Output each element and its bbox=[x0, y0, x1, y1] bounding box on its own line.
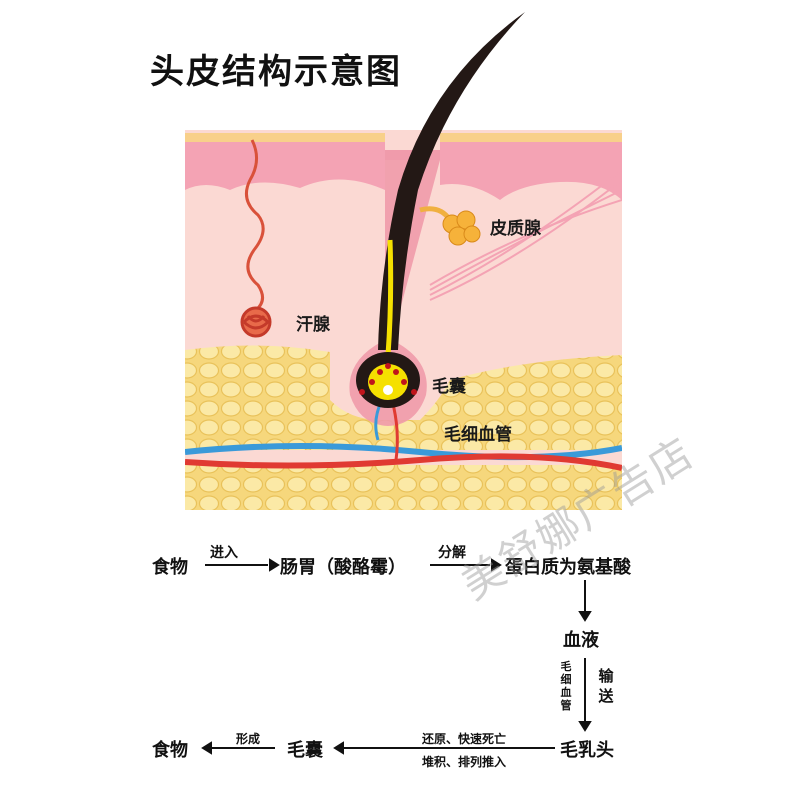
label-sweat-gland: 汗腺 bbox=[296, 315, 330, 335]
epidermis-layer bbox=[185, 140, 622, 200]
flow-follicle: 毛囊 bbox=[287, 740, 323, 761]
fat-layer bbox=[185, 345, 622, 450]
fat-layer-lower bbox=[185, 465, 622, 510]
flow-arrows bbox=[201, 558, 592, 755]
flow-stomach: 肠胃（酸酪霉） bbox=[280, 557, 406, 578]
label-capillary: 毛细血管 bbox=[444, 425, 512, 445]
hair-shaft bbox=[378, 12, 525, 350]
flow-decompose: 分解 bbox=[438, 545, 466, 561]
flow-food-end: 食物 bbox=[152, 740, 188, 761]
flow-push: 堆积、排列推入 bbox=[422, 755, 507, 769]
flow-protein: 蛋白质为氨基酸 bbox=[505, 557, 631, 578]
sweat-duct bbox=[244, 139, 265, 312]
sebaceous-gland bbox=[442, 210, 481, 246]
flow-blood: 血液 bbox=[563, 630, 599, 651]
flow-papilla: 毛乳头 bbox=[560, 740, 614, 761]
flow-capillary-vertical: 毛细 血管 bbox=[560, 660, 572, 712]
artery bbox=[185, 453, 622, 471]
page-title: 头皮结构示意图 bbox=[150, 52, 402, 92]
vein bbox=[185, 443, 622, 461]
hair-bulb bbox=[356, 352, 420, 408]
flow-reduce: 还原、快速死亡 bbox=[422, 732, 507, 746]
sweat-gland-coil bbox=[240, 306, 272, 338]
flow-form: 形成 bbox=[236, 732, 261, 746]
label-sebaceous-gland: 皮质腺 bbox=[490, 219, 541, 239]
flow-enter: 进入 bbox=[210, 545, 238, 561]
arrector-muscle bbox=[429, 169, 622, 301]
label-hair-follicle: 毛囊 bbox=[432, 377, 466, 397]
flow-food-start: 食物 bbox=[152, 557, 188, 578]
flow-transport-vertical: 输送 bbox=[598, 667, 614, 705]
